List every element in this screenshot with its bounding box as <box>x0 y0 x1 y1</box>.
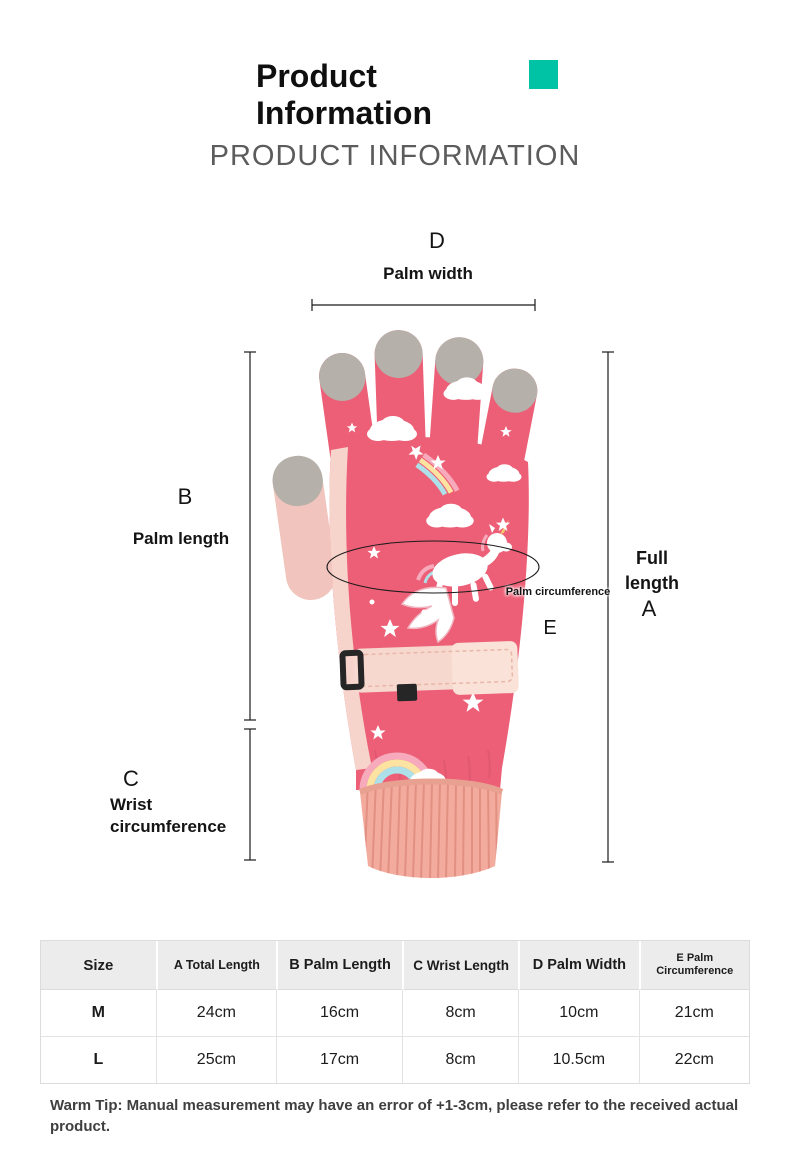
col-header-palm-width: D Palm Width <box>518 941 639 990</box>
cell-palm-width: 10.5cm <box>518 1037 639 1083</box>
strap-slider <box>396 683 418 702</box>
cell-palm-length: 16cm <box>276 990 403 1037</box>
measurement-figure: D Palm width B Palm length Full length A… <box>0 218 790 920</box>
cell-wrist-length: 8cm <box>402 1037 519 1083</box>
cell-size: M <box>41 990 156 1037</box>
cell-palm-circumference: 21cm <box>638 990 749 1037</box>
label-a: A <box>641 596 657 621</box>
label-palm-circumference: Palm circumference <box>505 586 611 598</box>
wing-print <box>400 586 455 644</box>
strap-buckle <box>339 649 365 691</box>
table-row: M 24cm 16cm 8cm 10cm 21cm <box>41 990 749 1037</box>
label-c: C <box>123 766 139 791</box>
col-header-palm-circumference: E Palm Circumference <box>638 941 749 990</box>
label-d: D <box>429 228 445 253</box>
glove-thumb <box>272 455 336 601</box>
glove-prints <box>346 377 522 740</box>
col-header-palm-length: B Palm Length <box>276 941 403 990</box>
table-row: L 25cm 17cm 8cm 10.5cm 22cm <box>41 1037 749 1083</box>
glove-gusset <box>329 447 372 770</box>
label-palm-length: Palm length <box>132 529 230 548</box>
measurement-lines <box>244 299 614 863</box>
col-header-wrist-length: C Wrist Length <box>402 941 519 990</box>
cell-total-length: 25cm <box>155 1037 277 1083</box>
knit-cuff <box>358 778 504 878</box>
glove-illustration <box>244 299 614 878</box>
label-b: B <box>177 484 193 509</box>
page-title-line1: Product <box>256 58 377 94</box>
palm-circumference-ellipse <box>326 540 540 594</box>
cell-wrist-length: 8cm <box>402 990 519 1037</box>
page-title: Product Information <box>256 58 432 132</box>
table-header-row: Size A Total Length B Palm Length C Wris… <box>41 941 749 990</box>
col-header-size: Size <box>41 941 156 990</box>
warm-tip-text: Warm Tip: Manual measurement may have an… <box>50 1097 739 1135</box>
label-full-length: Full length <box>625 548 679 593</box>
cell-palm-width: 10cm <box>518 990 639 1037</box>
cell-total-length: 24cm <box>155 990 277 1037</box>
size-table: Size A Total Length B Palm Length C Wris… <box>40 940 750 1084</box>
cell-palm-length: 17cm <box>276 1037 403 1083</box>
label-e: E <box>543 617 557 639</box>
cell-size: L <box>41 1037 156 1083</box>
cell-palm-circumference: 22cm <box>638 1037 749 1083</box>
label-palm-width: Palm width <box>383 264 473 283</box>
size-table-section: Size A Total Length B Palm Length C Wris… <box>40 940 750 1084</box>
page-subtitle: PRODUCT INFORMATION <box>209 140 581 172</box>
label-wrist-circumference: Wrist circumference <box>110 795 227 836</box>
col-header-total-length: A Total Length <box>155 941 277 990</box>
page-title-line2: Information <box>256 95 432 131</box>
accent-square-icon <box>529 60 558 89</box>
wrist-strap <box>339 641 519 702</box>
